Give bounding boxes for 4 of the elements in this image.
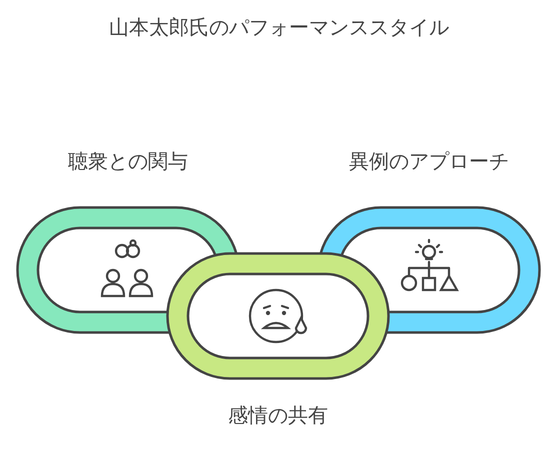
link-heading: 感情の共有	[228, 402, 328, 429]
link-heading: 聴衆との関与	[68, 148, 188, 175]
link-heading: 異例のアプローチ	[349, 148, 509, 175]
title: 山本太郎氏のパフォーマンススタイル	[109, 14, 449, 41]
